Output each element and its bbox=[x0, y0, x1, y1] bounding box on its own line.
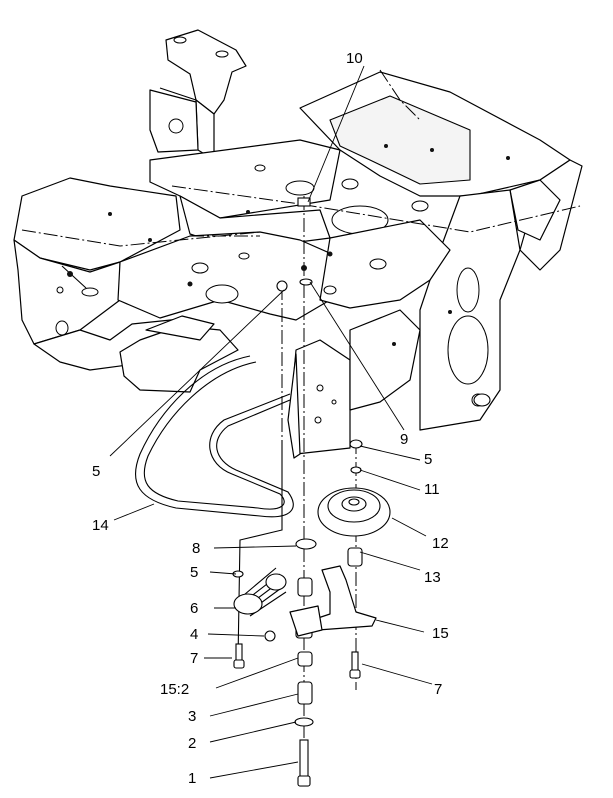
callout-10: 10 bbox=[346, 50, 363, 67]
chassis-frame bbox=[13, 29, 583, 459]
callout-1: 1 bbox=[188, 770, 196, 787]
callout-7-right: 7 bbox=[434, 681, 442, 698]
callout-5-lower: 5 bbox=[190, 564, 198, 581]
callout-5-left: 5 bbox=[92, 463, 100, 480]
callout-15-2: 15:2 bbox=[160, 681, 189, 698]
callout-labels: 10 9 5 5 11 14 12 8 13 5 6 15 4 7 7 15:2… bbox=[92, 50, 449, 787]
callout-3: 3 bbox=[188, 708, 196, 725]
callout-4: 4 bbox=[190, 626, 198, 643]
callout-7-left: 7 bbox=[190, 650, 198, 667]
callout-13: 13 bbox=[424, 569, 441, 586]
callout-5-right: 5 bbox=[424, 451, 432, 468]
callout-12: 12 bbox=[432, 535, 449, 552]
drive-belt bbox=[135, 355, 294, 518]
callout-6: 6 bbox=[190, 600, 198, 617]
callout-11: 11 bbox=[424, 481, 440, 498]
spring-stack bbox=[232, 280, 288, 669]
callout-14: 14 bbox=[92, 517, 109, 534]
callout-9: 9 bbox=[400, 431, 408, 448]
callout-2: 2 bbox=[188, 735, 196, 752]
idler-assembly bbox=[289, 393, 491, 690]
leader-lines bbox=[109, 65, 433, 779]
callout-15: 15 bbox=[432, 625, 449, 642]
callout-8: 8 bbox=[192, 540, 200, 557]
